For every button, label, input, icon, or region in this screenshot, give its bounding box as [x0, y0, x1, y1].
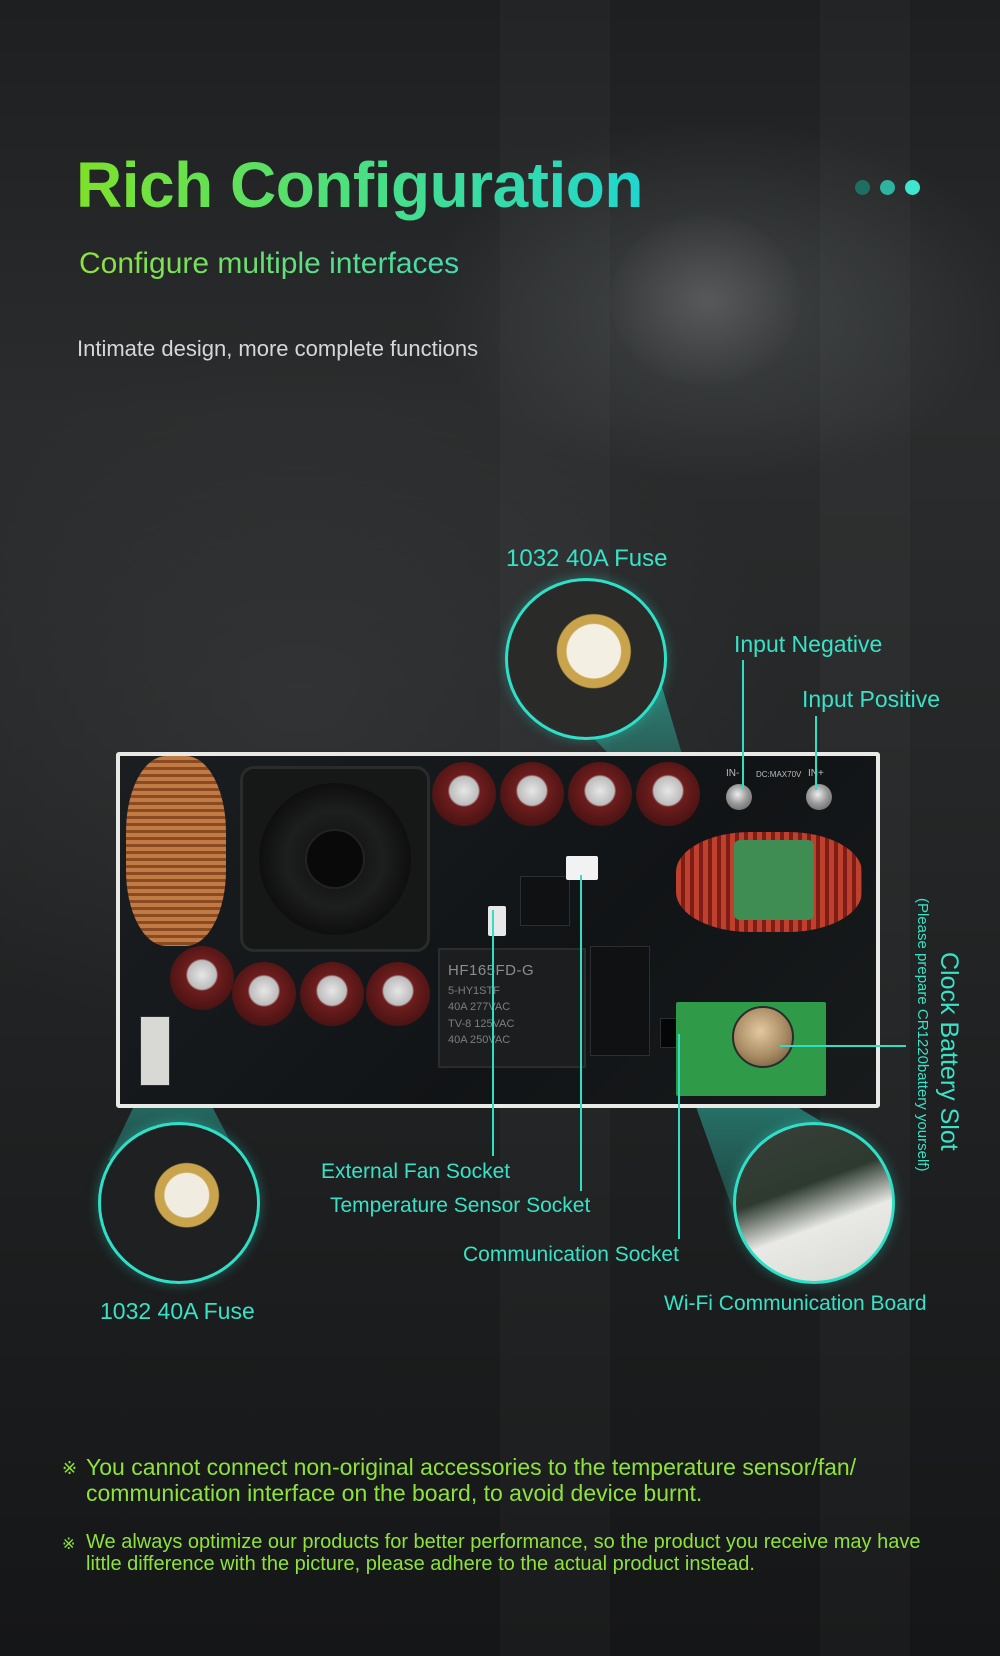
terminal-spec: DC:MAX70V	[756, 770, 802, 779]
toroid-inductor-left	[126, 756, 226, 946]
carousel-dot-3[interactable]	[905, 180, 920, 195]
label-input-negative: Input Negative	[734, 631, 883, 657]
fuse-holder	[140, 1016, 170, 1086]
callout-fuse-top	[505, 578, 667, 740]
pcb-board: HF165FD-G 5-HY1STF 40A 277VAC TV-8 125VA…	[116, 752, 880, 1108]
leader-input-negative	[742, 660, 744, 790]
terminal-label-negative: IN-	[726, 768, 740, 779]
background-lamp	[610, 215, 800, 385]
capacitor	[568, 762, 632, 826]
label-fan-socket: External Fan Socket	[321, 1160, 511, 1183]
carousel-dot-1[interactable]	[855, 180, 870, 195]
footnote-mark: ※	[62, 1536, 76, 1553]
label-fuse-bottom: 1032 40A Fuse	[100, 1298, 255, 1324]
callout-fuse-bottom	[98, 1122, 260, 1284]
footnote-product-difference: ※ We always optimize our products for be…	[62, 1531, 946, 1576]
capacitor	[500, 762, 564, 826]
capacitor	[432, 762, 496, 826]
leader-temperature-socket	[580, 875, 582, 1191]
pcb-chip	[590, 946, 650, 1056]
pcb-chip	[520, 876, 570, 926]
label-clock-battery-slot: Clock Battery Slot	[935, 952, 963, 1151]
footnote-mark: ※	[62, 1458, 78, 1478]
fan-connector	[488, 906, 506, 936]
common-mode-choke	[734, 840, 814, 920]
label-fuse-top: 1032 40A Fuse	[506, 545, 668, 572]
input-positive-terminal	[806, 784, 832, 810]
capacitor	[366, 962, 430, 1026]
capacitor	[170, 946, 234, 1010]
clock-battery-holder	[732, 1006, 794, 1068]
label-clock-battery-note: (Please prepare CR1220battery yourself)	[914, 898, 931, 1172]
carousel-dots	[855, 180, 920, 195]
relay: HF165FD-G 5-HY1STF 40A 277VAC TV-8 125VA…	[438, 948, 586, 1068]
leader-input-positive	[815, 716, 817, 790]
temperature-sensor-connector	[566, 856, 598, 880]
capacitor	[636, 762, 700, 826]
footnote-text: You cannot connect non-original accessor…	[86, 1454, 857, 1506]
footnote-accessories: ※ You cannot connect non-original access…	[62, 1454, 946, 1507]
capacitor	[232, 962, 296, 1026]
label-temperature-socket: Temperature Sensor Socket	[330, 1194, 591, 1217]
leader-battery-slot	[780, 1045, 906, 1047]
fan-hub-icon	[305, 829, 365, 889]
capacitor	[300, 962, 364, 1026]
label-input-positive: Input Positive	[802, 686, 941, 712]
cooling-fan	[240, 766, 430, 952]
footnote-text: We always optimize our products for bett…	[86, 1531, 921, 1576]
callout-wifi-board	[733, 1122, 895, 1284]
page-tagline: Intimate design, more complete functions	[77, 336, 479, 361]
leader-fan-socket	[492, 910, 494, 1156]
label-wifi-board: Wi-Fi Communication Board	[664, 1292, 927, 1315]
page-title: Rich Configuration	[76, 149, 643, 221]
label-communication-socket: Communication Socket	[463, 1243, 679, 1266]
input-negative-terminal	[726, 784, 752, 810]
page-subtitle: Configure multiple interfaces	[79, 247, 460, 280]
carousel-dot-2[interactable]	[880, 180, 895, 195]
leader-communication-socket	[678, 1034, 680, 1239]
